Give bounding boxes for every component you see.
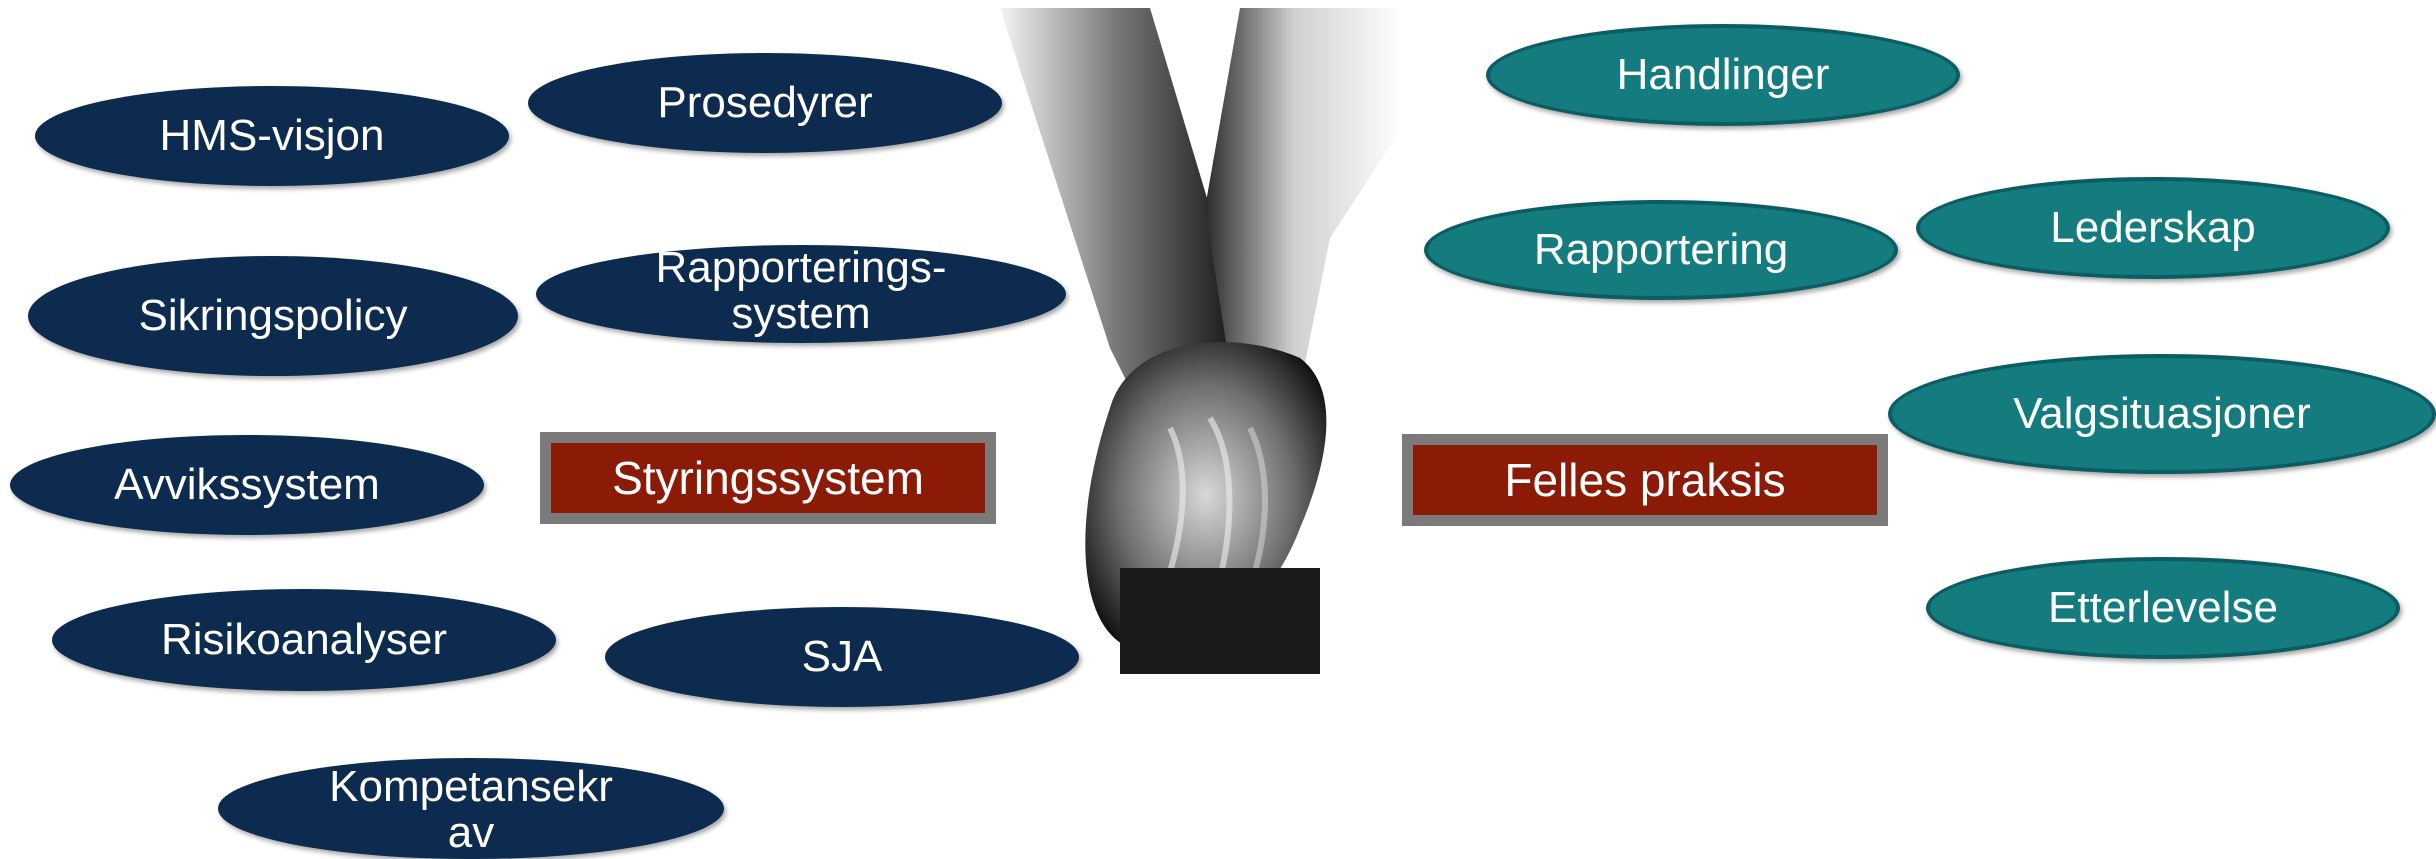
node-handlinger: Handlinger xyxy=(1486,24,1960,126)
right-arm xyxy=(1205,8,1402,388)
node-prosedyrer: Prosedyrer xyxy=(528,53,1002,153)
node-sja: SJA xyxy=(605,607,1079,707)
node-avvikssystem: Avvikssystem xyxy=(10,435,484,535)
holding-hands-image xyxy=(1000,8,1402,674)
node-risikoanalyser: Risikoanalyser xyxy=(52,589,556,691)
node-kompetansekrav: Kompetansekr av xyxy=(218,758,724,859)
node-etterlevelse: Etterlevelse xyxy=(1926,557,2400,659)
styringssystem-box: Styringssystem xyxy=(540,432,996,524)
node-lederskap: Lederskap xyxy=(1916,177,2390,279)
node-valgsituasjoner: Valgsituasjoner xyxy=(1888,354,2436,474)
node-hms-visjon: HMS-visjon xyxy=(35,86,509,186)
node-sikringspolicy: Sikringspolicy xyxy=(28,256,518,376)
left-arm xyxy=(1000,8,1230,428)
node-rapportering: Rapportering xyxy=(1424,200,1898,300)
felles-praksis-box: Felles praksis xyxy=(1402,434,1888,526)
node-rapporteringssystem: Rapporterings- system xyxy=(536,244,1066,343)
